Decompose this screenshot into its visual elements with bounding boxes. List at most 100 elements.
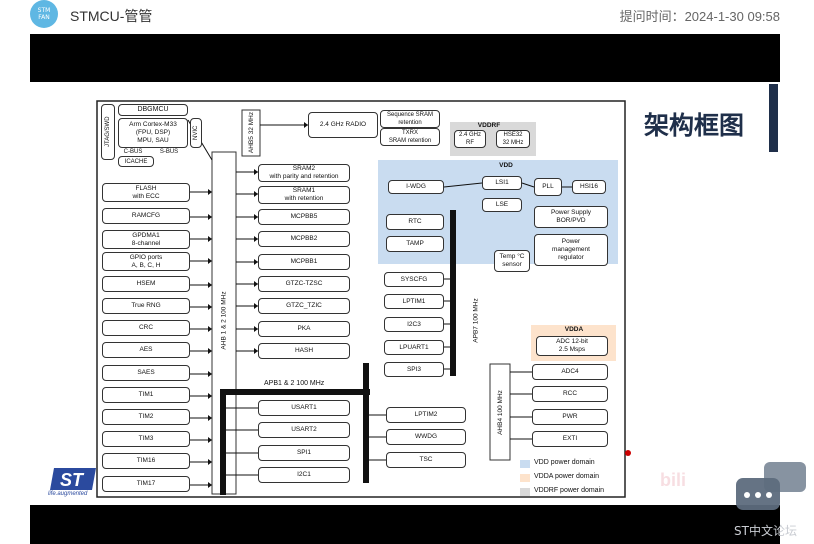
txrx-sram-block: TXRX SRAM retention	[380, 128, 440, 146]
ahb4-block-exti: EXTI	[532, 431, 608, 447]
apb7-block-syscfg: SYSCFG	[384, 272, 444, 287]
icache-block: ICACHE	[118, 156, 154, 167]
arrow-head	[208, 348, 212, 354]
forum-label: ST中文论坛	[734, 524, 797, 538]
legend-swatch	[520, 474, 530, 482]
mem-block-pka: PKA	[258, 321, 350, 337]
forum-chat-button[interactable]: ST中文论坛	[732, 460, 806, 538]
apb7-block-lpuart1: LPUART1	[384, 340, 444, 355]
cortex-m33-block: Arm Cortex-M33 (FPU, DSP) MPU, SAU	[118, 118, 188, 148]
vdda-label: VDDA	[564, 326, 584, 333]
temp-sensor-block: Temp °C sensor	[494, 250, 530, 272]
mem-block-sram1: SRAM1 with retention	[258, 186, 350, 204]
arrow-head	[208, 326, 212, 332]
ahb4-block-rcc: RCC	[532, 386, 608, 402]
slide-title: 架构框图	[644, 111, 745, 140]
arrow-head	[254, 303, 258, 309]
apb12-bus-right-vertical	[363, 363, 369, 483]
left-block-ramcfg: RAMCFG	[102, 208, 190, 224]
apb-block-spi1: SPI1	[258, 445, 350, 461]
lsi1-block: LSI1	[482, 176, 522, 190]
apb2-block-wwdg: WWDG	[386, 429, 466, 445]
arrow-head	[254, 326, 258, 332]
hse32-block: HSE32 32 MHz	[496, 130, 530, 148]
left-block-tim16: TIM16	[102, 453, 190, 469]
ahb4-block-adc4: ADC4	[532, 364, 608, 380]
apb2-block-lptim2: LPTIM2	[386, 407, 466, 423]
arrow-head	[254, 281, 258, 287]
left-block-hsem: HSEM	[102, 276, 190, 292]
apb-block-usart2: USART2	[258, 422, 350, 438]
arrow-head	[208, 437, 212, 443]
rf-block: 2.4 GHz RF	[454, 130, 486, 148]
mem-block-sram2: SRAM2 with parity and retention	[258, 164, 350, 182]
apb-block-usart1: USART1	[258, 400, 350, 416]
post-header: STM FAN STMCU-管管 提问时间：2024-1-30 09:58	[0, 0, 814, 30]
arrow-head	[254, 348, 258, 354]
chat-dot-icon	[766, 492, 772, 498]
chat-dot-icon	[744, 492, 750, 498]
left-block-tim1: TIM1	[102, 387, 190, 403]
ahb4-bus-label: AHB4 100 MHz	[496, 389, 504, 435]
legend-item: VDDA power domain	[534, 473, 599, 480]
nvic-block: NVIC	[190, 118, 202, 148]
username[interactable]: STMCU-管管	[70, 8, 153, 24]
apb7-bus-bar	[450, 210, 456, 376]
tamp-block: TAMP	[386, 236, 444, 252]
apb7-block-lptim1: LPTIM1	[384, 294, 444, 309]
adc-12bit-block: ADC 12-bit 2.5 Msps	[536, 336, 608, 356]
ahb-bus-label: AHB 1 & 2 100 MHz	[220, 290, 228, 350]
user-avatar[interactable]: STM FAN	[30, 0, 58, 28]
left-block-saes: SAES	[102, 365, 190, 381]
rtc-block: RTC	[386, 214, 444, 230]
left-block-aes: AES	[102, 342, 190, 358]
arrow-head	[254, 259, 258, 265]
hsi16-block: HSI16	[572, 180, 606, 194]
power-management-regulator-block: Power management regulator	[534, 234, 608, 266]
lse-block: LSE	[482, 198, 522, 212]
left-block-tim17: TIM17	[102, 476, 190, 492]
arrow-head	[254, 236, 258, 242]
mem-block-mcpbb1: MCPBB1	[258, 254, 350, 270]
arrow-head	[208, 371, 212, 377]
dbgmcu-block: DBGMCU	[118, 104, 188, 116]
arrow-head	[208, 214, 212, 220]
st-logo-caption: life.augmented	[48, 491, 88, 497]
left-block-crc: CRC	[102, 320, 190, 336]
arrow-head	[208, 482, 212, 488]
video-watermark: bili	[660, 470, 686, 490]
apb12-bus-bar	[220, 389, 370, 395]
ahb4-bus-bar	[489, 363, 511, 461]
mem-block-gtzc-tzsc: GTZC-TZSC	[258, 276, 350, 292]
pll-block: PLL	[534, 178, 562, 196]
arrow-head	[254, 191, 258, 197]
mem-block-gtzc-tzic: GTZC_TZIC	[258, 298, 350, 314]
mem-block-mcpbb5: MCPBB5	[258, 209, 350, 225]
radio-block: 2.4 GHz RADIO	[308, 112, 378, 138]
arrow-head	[208, 258, 212, 264]
left-block-gpio-ports: GPIO ports A, B, C, H	[102, 252, 190, 271]
vdd-label: VDD	[499, 162, 513, 169]
left-block-gpdma1: GPDMA1 8-channel	[102, 230, 190, 249]
left-block-tim3: TIM3	[102, 431, 190, 447]
iwdg-block: I-WDG	[388, 180, 444, 194]
avatar-text: STM FAN	[37, 7, 51, 21]
mem-block-mcpbb2: MCPBB2	[258, 231, 350, 247]
ahb4-block-pwr: PWR	[532, 409, 608, 425]
apb7-block-i2c3: I2C3	[384, 317, 444, 332]
legend-swatch	[520, 488, 530, 496]
left-block-flash: FLASH with ECC	[102, 183, 190, 202]
ask-time: 提问时间：2024-1-30 09:58	[619, 9, 780, 24]
arrow-head	[254, 214, 258, 220]
legend-swatch	[520, 460, 530, 468]
apb2-block-tsc: TSC	[386, 452, 466, 468]
apb12-bus-vertical	[220, 389, 226, 495]
left-block-true-rng: True RNG	[102, 298, 190, 314]
apb7-block-spi3: SPI3	[384, 362, 444, 377]
arrow-head	[208, 459, 212, 465]
apb12-bus-label: APB1 & 2 100 MHz	[264, 380, 325, 387]
jtag-swd-block: JTAG/SWD	[101, 104, 115, 160]
lsi-pll-connector	[521, 182, 535, 188]
arrow-head	[254, 169, 258, 175]
